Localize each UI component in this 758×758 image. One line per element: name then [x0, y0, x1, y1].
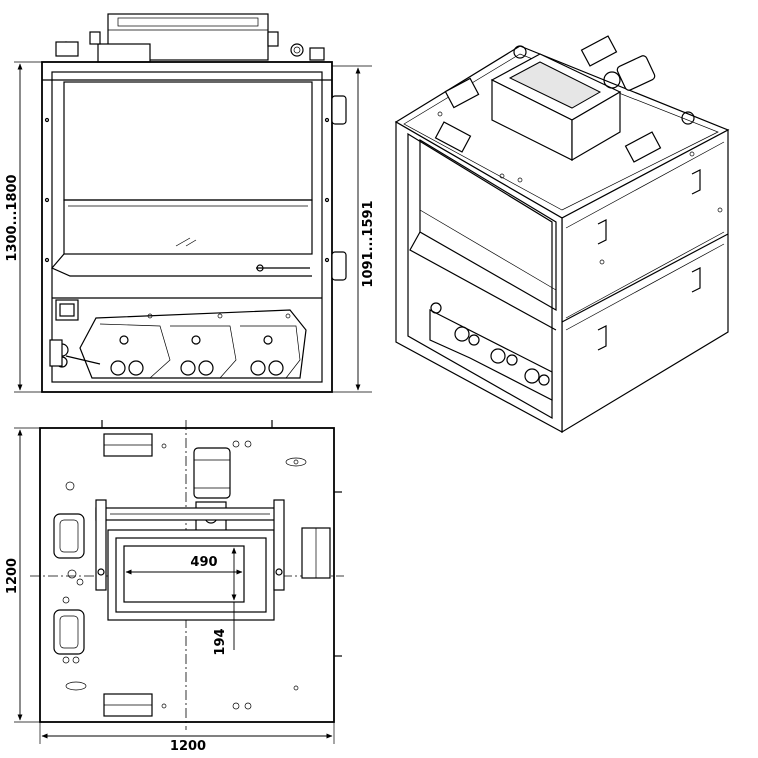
dim-depth-left: 1200: [5, 558, 20, 594]
ejector-nozzles: [110, 335, 284, 376]
dim-opening-width: 490: [190, 555, 217, 570]
iso-front-face: [395, 120, 563, 434]
air-fitting-left: [49, 339, 101, 368]
eye-bolt-right: [290, 43, 304, 57]
iso-handle-1: [597, 219, 607, 245]
side-handle-top: [331, 95, 347, 125]
front-window: [63, 81, 313, 201]
top-plate: [39, 427, 335, 723]
motor-block-left: [55, 41, 79, 57]
top-motor: [193, 447, 231, 499]
ejector-block: [79, 309, 307, 379]
port-left-bottom: [53, 609, 85, 655]
iso-window: [419, 138, 557, 312]
dim-height-range: 1300...1800: [5, 174, 20, 261]
inlet-opening: [123, 545, 245, 603]
dim-inner-range: 1091...1591: [361, 200, 376, 287]
iso-eye-bolt: [681, 111, 695, 125]
front-frame: [41, 61, 333, 393]
isometric-view: [394, 35, 730, 434]
inlet-frame: [107, 529, 275, 621]
side-handle-bottom: [331, 251, 347, 281]
front-view: 1300...1800 1091...1591: [5, 13, 376, 393]
top-view: 490 194 1200 1200: [5, 420, 344, 754]
port-left-top: [53, 513, 85, 559]
dim-opening-depth: 194: [213, 628, 228, 655]
iso-motor: [616, 55, 656, 91]
dim-width-bottom: 1200: [170, 739, 206, 754]
